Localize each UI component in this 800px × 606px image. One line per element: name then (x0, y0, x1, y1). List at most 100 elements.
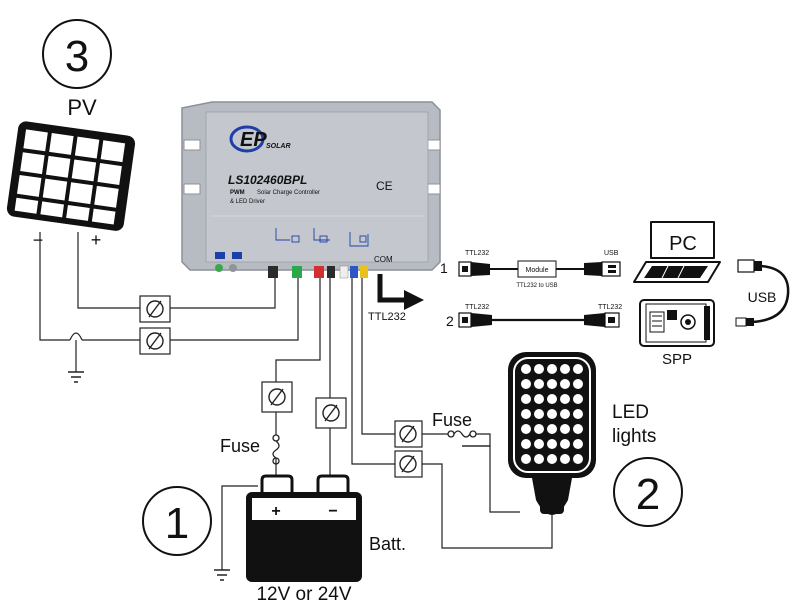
com-arrow-icon (377, 274, 424, 310)
option-1-number: 1 (440, 260, 448, 276)
charge-controller: EP SOLAR LS102460BPL PWM Solar Charge Co… (181, 101, 441, 279)
controller-desc-line1: Solar Charge Controller (257, 190, 320, 196)
brand-logo-icon: EP (229, 125, 267, 153)
panel-indicator-icon (215, 252, 242, 259)
battery-label: Batt. (369, 534, 406, 554)
led-dot (573, 454, 583, 464)
usb-label: USB (748, 289, 777, 305)
led-label-line1: LED (612, 402, 649, 423)
ground-symbol-pv (68, 371, 84, 383)
breaker-battery-positive (261, 381, 293, 413)
led-dot (521, 409, 531, 419)
battery-minus-label: − (328, 503, 337, 520)
pv-section: 3 PV − + (6, 19, 136, 250)
led-dot (573, 379, 583, 389)
com-arrow-label: TTL232 (368, 311, 406, 323)
breaker-pv-negative (139, 327, 171, 355)
led-dot (521, 424, 531, 434)
terminal-block (268, 265, 368, 279)
svg-text:EP: EP (240, 129, 267, 151)
led-dot (521, 364, 531, 374)
option-2-number: 2 (446, 313, 454, 329)
step-1-circle (142, 486, 212, 556)
led-dot (560, 364, 570, 374)
laptop-icon (633, 221, 721, 283)
led-lamp-icon (508, 352, 596, 515)
led-dot (560, 379, 570, 389)
led-dot (560, 394, 570, 404)
led-dot (521, 454, 531, 464)
breaker-load-2 (394, 450, 423, 478)
usb-plug-icon-1 (584, 261, 621, 277)
led-dot (521, 379, 531, 389)
led-dot (560, 454, 570, 464)
ce-mark: CE (376, 179, 393, 193)
status-led-grey (229, 264, 237, 272)
led-dot (560, 439, 570, 449)
module-label: Module (526, 267, 549, 274)
option-1-right-label: USB (604, 250, 619, 257)
led-dot (547, 364, 557, 374)
led-dot (534, 454, 544, 464)
pv-terminal-icon (275, 228, 369, 247)
step-3-circle (42, 19, 112, 89)
breaker-pv-positive (139, 295, 171, 323)
led-dot (547, 439, 557, 449)
pc-label: PC (669, 233, 697, 255)
spp-device-icon (639, 299, 715, 347)
step-2-circle (613, 457, 683, 527)
com-label: COM (374, 255, 393, 264)
breaker-battery-negative (315, 397, 347, 429)
battery-icon (246, 474, 362, 582)
option-2-right-label: TTL232 (598, 304, 622, 311)
step-2-number: 2 (636, 470, 660, 519)
led-label-line2: lights (612, 426, 656, 447)
ttl-plug-icon-2b (584, 312, 620, 328)
step-3-number: 3 (65, 32, 89, 81)
module-under-label: TTL232 to USB (516, 283, 557, 289)
led-dot (573, 424, 583, 434)
led-dot (547, 409, 557, 419)
option-1-left-label: TTL232 (465, 250, 489, 257)
step-1-number: 1 (165, 499, 189, 548)
led-dot (547, 394, 557, 404)
controller-desc-line2: & LED Driver (230, 199, 265, 205)
led-dot (573, 364, 583, 374)
connection-option-1: 1 TTL232 Module TTL232 to USB USB (440, 250, 621, 289)
connection-option-2: 2 TTL232 TTL232 (446, 304, 622, 329)
led-dot (573, 409, 583, 419)
pv-label: PV (67, 95, 97, 120)
solar-panel-icon (6, 121, 136, 231)
status-led-green (215, 264, 223, 272)
fuse-label-battery: Fuse (220, 436, 260, 456)
usb-cable (735, 259, 790, 327)
led-dot (521, 394, 531, 404)
fuse-icon-load (447, 430, 477, 438)
battery-voltage-label: 12V or 24V (256, 584, 351, 605)
led-dot (560, 409, 570, 419)
ground-symbol-battery (214, 569, 230, 581)
option-2-left-label: TTL232 (465, 304, 489, 311)
pv-minus-label: − (33, 230, 44, 250)
led-dot (534, 424, 544, 434)
led-dot (573, 439, 583, 449)
controller-pwm: PWM (230, 190, 245, 196)
led-dot (534, 394, 544, 404)
led-dot (534, 364, 544, 374)
usb-plug-icon-spp (735, 317, 747, 327)
breaker-load-1 (394, 420, 423, 448)
led-dot (560, 424, 570, 434)
ttl-plug-icon-1 (458, 261, 490, 277)
brand-name: SOLAR (266, 143, 291, 150)
led-dot (547, 424, 557, 434)
fuse-label-load: Fuse (432, 410, 472, 430)
battery-plus-label: + (271, 503, 280, 520)
led-dot (521, 439, 531, 449)
ttl-plug-icon-2a (458, 312, 492, 328)
usb-plug-icon-pc (737, 259, 755, 273)
led-dot (573, 394, 583, 404)
fuse-icon-battery (272, 434, 280, 465)
led-dot (534, 379, 544, 389)
model-name: LS102460BPL (228, 173, 307, 187)
